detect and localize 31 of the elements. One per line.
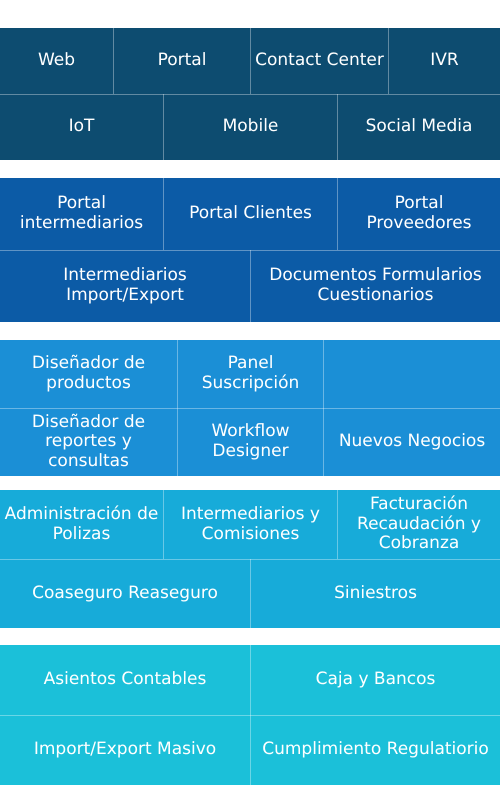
module-label: Coaseguro Reaseguro bbox=[0, 559, 250, 628]
module-label: Web bbox=[0, 28, 113, 94]
module-label: Social Media bbox=[337, 94, 500, 160]
module-label: Intermediarios Import/Export bbox=[0, 250, 250, 322]
module-label: Siniestros bbox=[250, 559, 500, 628]
layer-band bbox=[0, 645, 500, 785]
module-label: Mobile bbox=[163, 94, 337, 160]
module-label: Portal Proveedores bbox=[337, 178, 500, 250]
module-label: IVR bbox=[388, 28, 500, 94]
layer-band bbox=[0, 490, 500, 628]
module-label: Workflow Designer bbox=[177, 408, 323, 476]
module-label: Import/Export Masivo bbox=[0, 715, 250, 785]
module-label: Asientos Contables bbox=[0, 645, 250, 715]
module-label: Diseñador de productos bbox=[0, 340, 177, 408]
module-label: Portal bbox=[113, 28, 250, 94]
module-label: Facturación Recaudación y Cobranza bbox=[337, 490, 500, 559]
module-label: Portal Clientes bbox=[163, 178, 337, 250]
module-label: Documentos Formularios Cuestionarios bbox=[250, 250, 500, 322]
module-label: Panel Suscripción bbox=[177, 340, 323, 408]
module-label: Cumplimiento Regulatiorio bbox=[250, 715, 500, 785]
module-label: Nuevos Negocios bbox=[323, 408, 500, 476]
module-label: Diseñador de reportes y consultas bbox=[0, 408, 177, 476]
module-label: Caja y Bancos bbox=[250, 645, 500, 715]
module-label: Intermediarios y Comisiones bbox=[163, 490, 337, 559]
layer-band bbox=[0, 340, 500, 476]
module-label: IoT bbox=[0, 94, 163, 160]
module-label: Administración de Polizas bbox=[0, 490, 163, 559]
module-label: Contact Center bbox=[250, 28, 388, 94]
layer-band bbox=[0, 28, 500, 160]
layer-band bbox=[0, 178, 500, 322]
module-label: Portal intermediarios bbox=[0, 178, 163, 250]
